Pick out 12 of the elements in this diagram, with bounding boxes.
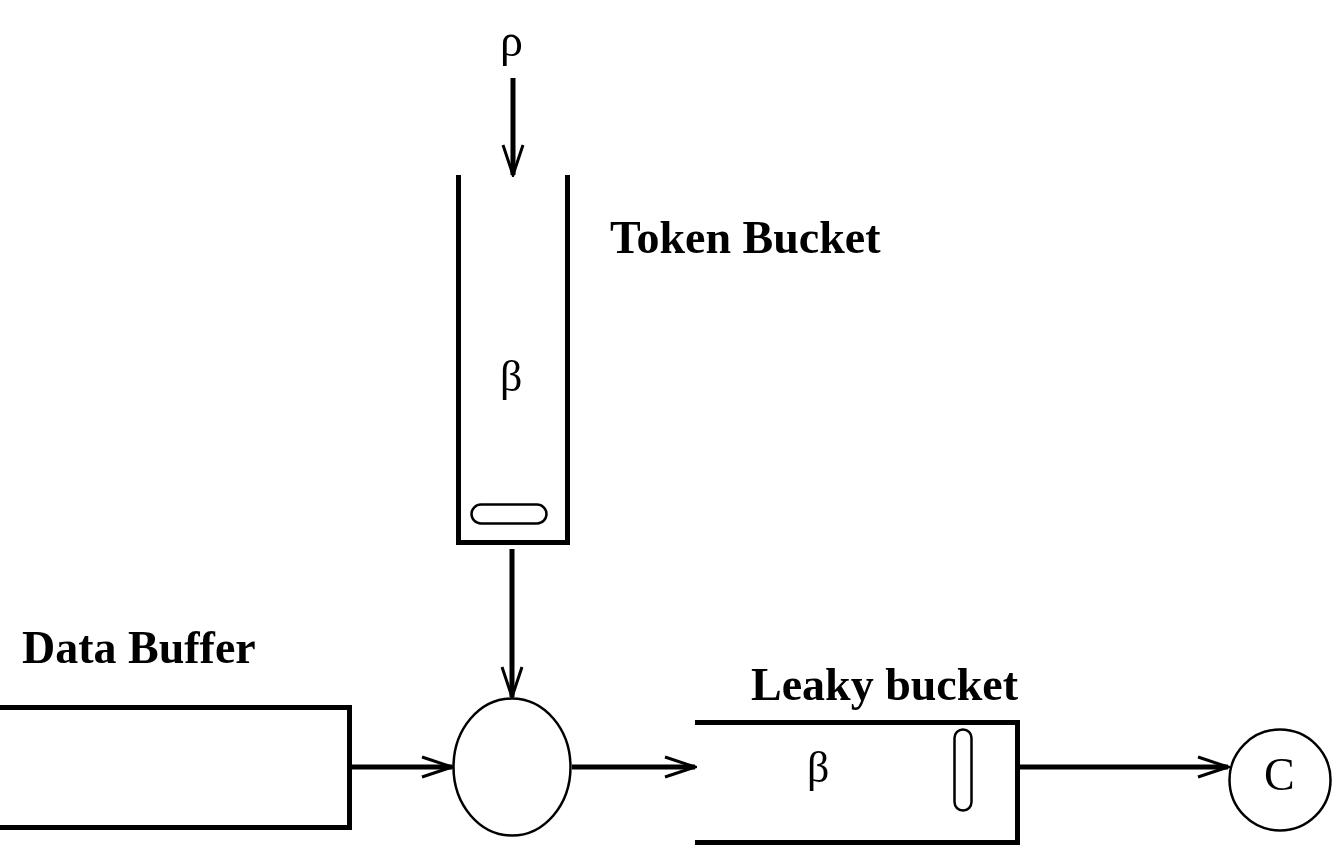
arrow: [352, 755, 454, 779]
bucket-title: Leaky bucket: [751, 662, 1019, 708]
bucket-title: Token Bucket: [610, 215, 881, 261]
symbol-label: ρ: [500, 18, 523, 64]
symbol-label: β: [807, 746, 830, 790]
buffer-title: Data Buffer: [22, 625, 256, 671]
arrow: [572, 755, 697, 779]
server-label: C: [1264, 752, 1295, 798]
symbol-label: β: [500, 355, 523, 399]
arrow: [500, 549, 524, 699]
arrow: [1020, 755, 1230, 779]
arrow: [501, 78, 525, 177]
